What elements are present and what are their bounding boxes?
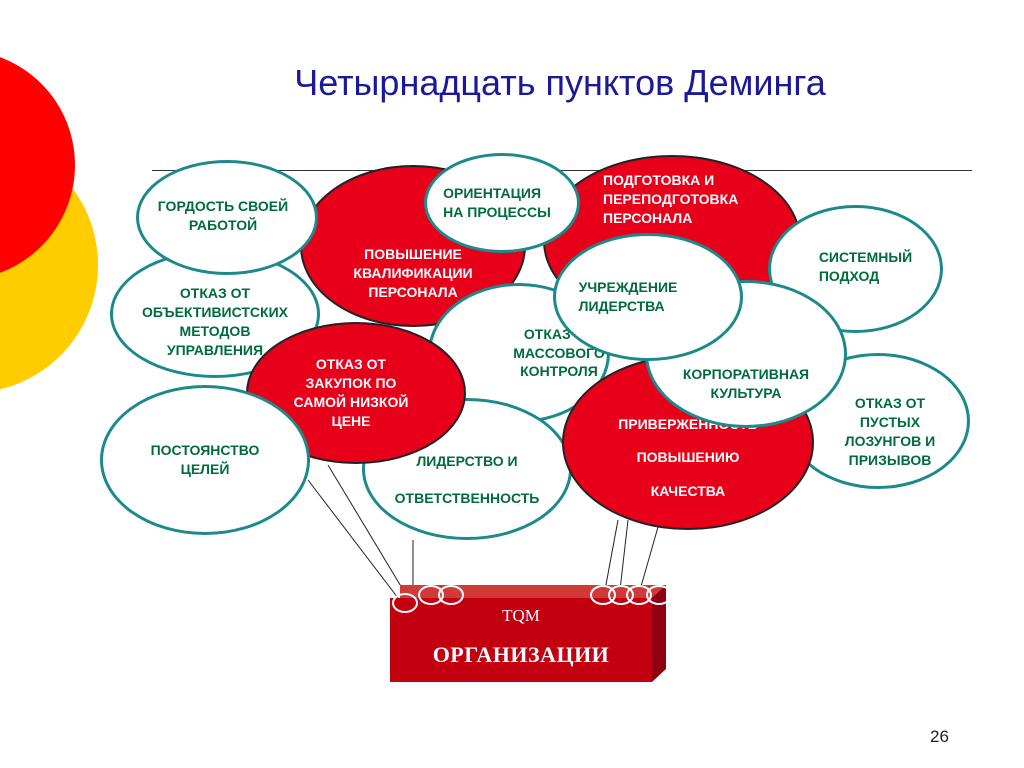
red-circle bbox=[0, 57, 75, 273]
connector-line bbox=[639, 519, 661, 591]
ring-decoration bbox=[392, 593, 418, 613]
connector-line bbox=[307, 479, 399, 599]
ring-decoration bbox=[646, 585, 672, 605]
bubble-postoyanstvo-celey: ПОСТОЯНСТВО ЦЕЛЕЙ bbox=[100, 385, 310, 535]
bubble-label: ГОРДОСТЬ СВОЕЙ РАБОТОЙ bbox=[157, 197, 289, 233]
page-number: 26 bbox=[930, 727, 949, 746]
bubble-label: ЛИДЕРСТВО И ОТВЕТСТВЕННОСТЬ bbox=[394, 452, 540, 507]
connector-line bbox=[619, 519, 629, 591]
bubble-label: ПОСТОЯНСТВО ЦЕЛЕЙ bbox=[150, 442, 260, 477]
bubble-uchrezhdenie-liderstva: УЧРЕЖДЕНИЕ ЛИДЕРСТВА bbox=[553, 233, 743, 361]
tqm-label: TQM bbox=[502, 606, 540, 625]
organization-label: ОРГАНИЗАЦИИ bbox=[432, 642, 610, 667]
bubble-label: ПОВЫШЕНИЕ КВАЛИФИКАЦИИ ПЕРСОНАЛА bbox=[353, 246, 473, 300]
tqm-box: TQM ОРГАНИЗАЦИИ bbox=[390, 598, 652, 682]
box-side-face bbox=[652, 585, 666, 682]
bubble-label: ПОДГОТОВКА И ПЕРЕПОДГОТОВКА ПЕРСОНАЛА bbox=[603, 172, 739, 226]
bubble-label: ОТКАЗ ОТ МАССОВОГО КОНТРОЛЯ bbox=[513, 325, 605, 380]
bubble-label: ОТКАЗ ОТ ПУСТЫХ ЛОЗУНГОВ И ПРИЗЫВОВ bbox=[844, 395, 936, 468]
bubble-label: ОРИЕНТАЦИЯ НА ПРОЦЕССЫ bbox=[443, 185, 551, 220]
bubble-orientaciya: ОРИЕНТАЦИЯ НА ПРОЦЕССЫ bbox=[424, 153, 580, 253]
page-title: Четырнадцать пунктов Деминга bbox=[294, 62, 826, 103]
bubble-label: СИСТЕМНЫЙ ПОДХОД bbox=[818, 249, 913, 284]
connector-line bbox=[327, 464, 409, 599]
bubble-label: УЧРЕЖДЕНИЕ ЛИДЕРСТВА bbox=[578, 279, 678, 314]
ring-decoration bbox=[438, 585, 464, 605]
bubble-gordost: ГОРДОСТЬ СВОЕЙ РАБОТОЙ bbox=[136, 160, 318, 275]
bubble-label: КОРПОРАТИВНАЯ КУЛЬТУРА bbox=[682, 366, 810, 401]
connector-line bbox=[604, 519, 619, 591]
bubble-label: ОТКАЗ ОТ ЗАКУПОК ПО САМОЙ НИЗКОЙ ЦЕНЕ bbox=[293, 356, 409, 429]
bubble-label: ПРИВЕРЖЕННОСТЬ ПОВЫШЕНИЮ КАЧЕСТВА bbox=[618, 415, 758, 499]
bubble-label: ОТКАЗ ОТ ОБЪЕКТИВИСТСКИХ МЕТОДОВ УПРАВЛЕ… bbox=[142, 285, 288, 358]
